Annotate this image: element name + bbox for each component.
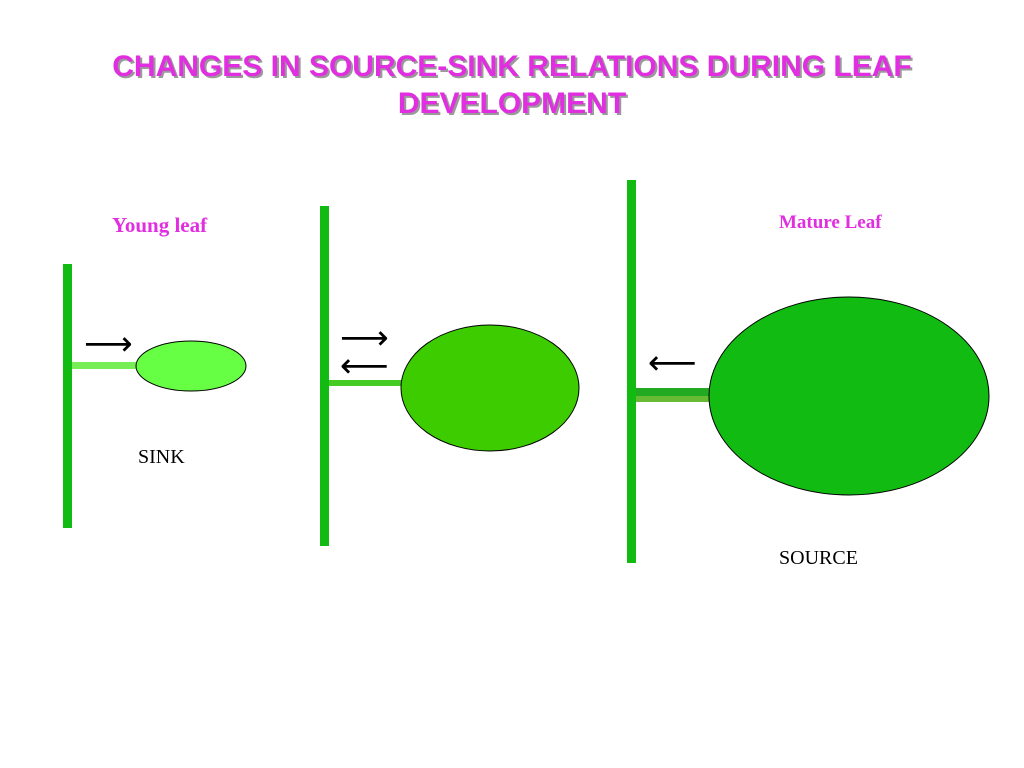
import-arrow-young: ⟶ <box>84 324 133 364</box>
stage-mature-leaf <box>627 180 990 563</box>
import-arrow-transition: ⟶ <box>340 318 389 358</box>
leaf-blade-mature <box>708 296 990 496</box>
source-label: SOURCE <box>779 547 858 569</box>
mature-leaf-label: Mature Leaf <box>779 212 882 233</box>
slide-title: CHANGES IN SOURCE-SINK RELATIONS DURING … <box>112 50 912 120</box>
young-leaf-label: Young leaf <box>112 213 208 237</box>
stem-mature <box>627 180 636 563</box>
export-arrow-transition: ⟵ <box>340 346 389 386</box>
petiole-young <box>72 362 138 369</box>
petiole-mature <box>636 388 710 396</box>
stage-young-leaf <box>63 264 247 528</box>
stage-transition-leaf <box>320 206 580 546</box>
sink-label: SINK <box>138 446 185 468</box>
stem-transition <box>320 206 329 546</box>
petiole-mature-lower <box>636 396 710 402</box>
export-arrow-mature: ⟵ <box>648 343 697 383</box>
leaf-blade-transition <box>400 324 580 452</box>
stem-young <box>63 264 72 528</box>
petiole-transition <box>329 380 403 386</box>
leaf-blade-young <box>135 340 247 392</box>
